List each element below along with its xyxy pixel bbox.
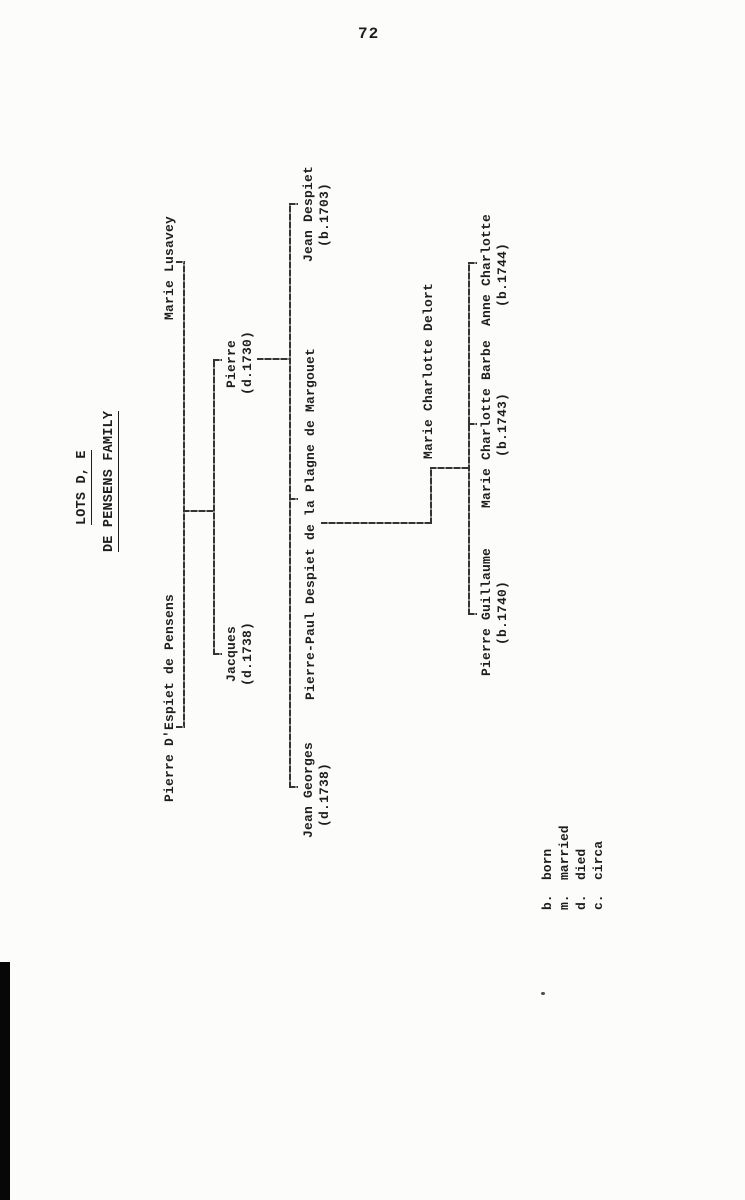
person-anne-charlotte: Anne Charlotte <box>479 213 494 326</box>
connector-gen2-drop <box>257 358 290 360</box>
chart-title-lots-text: LOTS D, E <box>75 450 92 525</box>
legend-row-born: b. born <box>540 849 555 910</box>
scanner-edge-artifact <box>0 962 10 1200</box>
legend-term-married: married <box>557 825 572 880</box>
chart-title-family-text: DE PENSENS FAMILY <box>102 410 119 552</box>
connector-marriage-jog <box>430 467 432 524</box>
person-pierre-guillaume-detail: (b.1740) <box>495 580 510 645</box>
person-pierre: Pierre <box>224 339 239 388</box>
legend-term-died: died <box>574 848 589 880</box>
connector-gen4-rail <box>468 262 470 615</box>
connector-gen1-couple-rail <box>183 261 185 728</box>
legend-term-circa: circa <box>591 840 606 880</box>
person-jacques-detail: (d.1738) <box>240 621 255 686</box>
chart-title-lots: LOTS D, E <box>75 450 92 525</box>
person-jean-georges: Jean Georges <box>301 741 316 838</box>
connector-tick-jacques <box>213 653 222 655</box>
person-marie-lusavey: Marie Lusavey <box>162 215 177 320</box>
connector-tick-marie-charlotte-barbe <box>468 423 477 425</box>
chart-title-family: DE PENSENS FAMILY <box>102 410 119 552</box>
person-jean-despiet-detail: (b.1703) <box>317 182 332 247</box>
legend-row-married: m. married <box>557 825 572 910</box>
connector-tick-father <box>176 726 184 728</box>
person-pierre-guillaume: Pierre Guillaume <box>479 547 494 676</box>
person-marie-charlotte-delort: Marie Charlotte Delort <box>421 282 436 459</box>
person-jean-georges-detail: (d.1738) <box>317 762 332 827</box>
person-pierre-despiet-de-pensens: Pierre D'Espiet de Pensens <box>162 593 177 802</box>
connector-gen1-drop <box>183 510 214 512</box>
legend-abbr-married: m. <box>557 894 572 910</box>
connector-marriage-drop2 <box>430 467 469 469</box>
legend-row-died: d. died <box>574 849 589 910</box>
person-jacques: Jacques <box>224 625 239 682</box>
person-jean-despiet: Jean Despiet <box>301 165 316 262</box>
person-marie-charlotte-barbe-detail: (b.1743) <box>495 392 510 457</box>
ink-speck <box>541 992 545 995</box>
connector-gen3-rail <box>289 203 291 788</box>
person-marie-charlotte-barbe: Marie Charlotte Barbe <box>479 339 494 508</box>
legend-abbr-born: b. <box>540 894 555 910</box>
connector-tick-jean-georges <box>289 786 298 788</box>
person-anne-charlotte-detail: (b.1744) <box>495 242 510 307</box>
connector-tick-mother <box>176 261 184 263</box>
legend-row-circa: c. circa <box>591 841 606 910</box>
connector-tick-anne-charlotte <box>468 262 477 264</box>
connector-tick-pierre-paul <box>289 498 298 500</box>
legend-abbr-circa: c. <box>591 894 606 910</box>
person-pierre-detail: (d.1730) <box>240 330 255 395</box>
connector-tick-pierre-guillaume <box>468 613 477 615</box>
connector-marriage-drop <box>321 522 431 524</box>
connector-gen2-rail <box>213 360 215 655</box>
connector-tick-pierre <box>213 359 222 361</box>
legend-term-born: born <box>540 848 555 880</box>
person-pierre-paul-despiet: Pierre-Paul Despiet de la Plagne de Marg… <box>303 347 318 700</box>
legend-abbr-died: d. <box>574 894 589 910</box>
page-number: 72 <box>358 25 380 43</box>
connector-tick-jean-despiet <box>289 203 298 205</box>
